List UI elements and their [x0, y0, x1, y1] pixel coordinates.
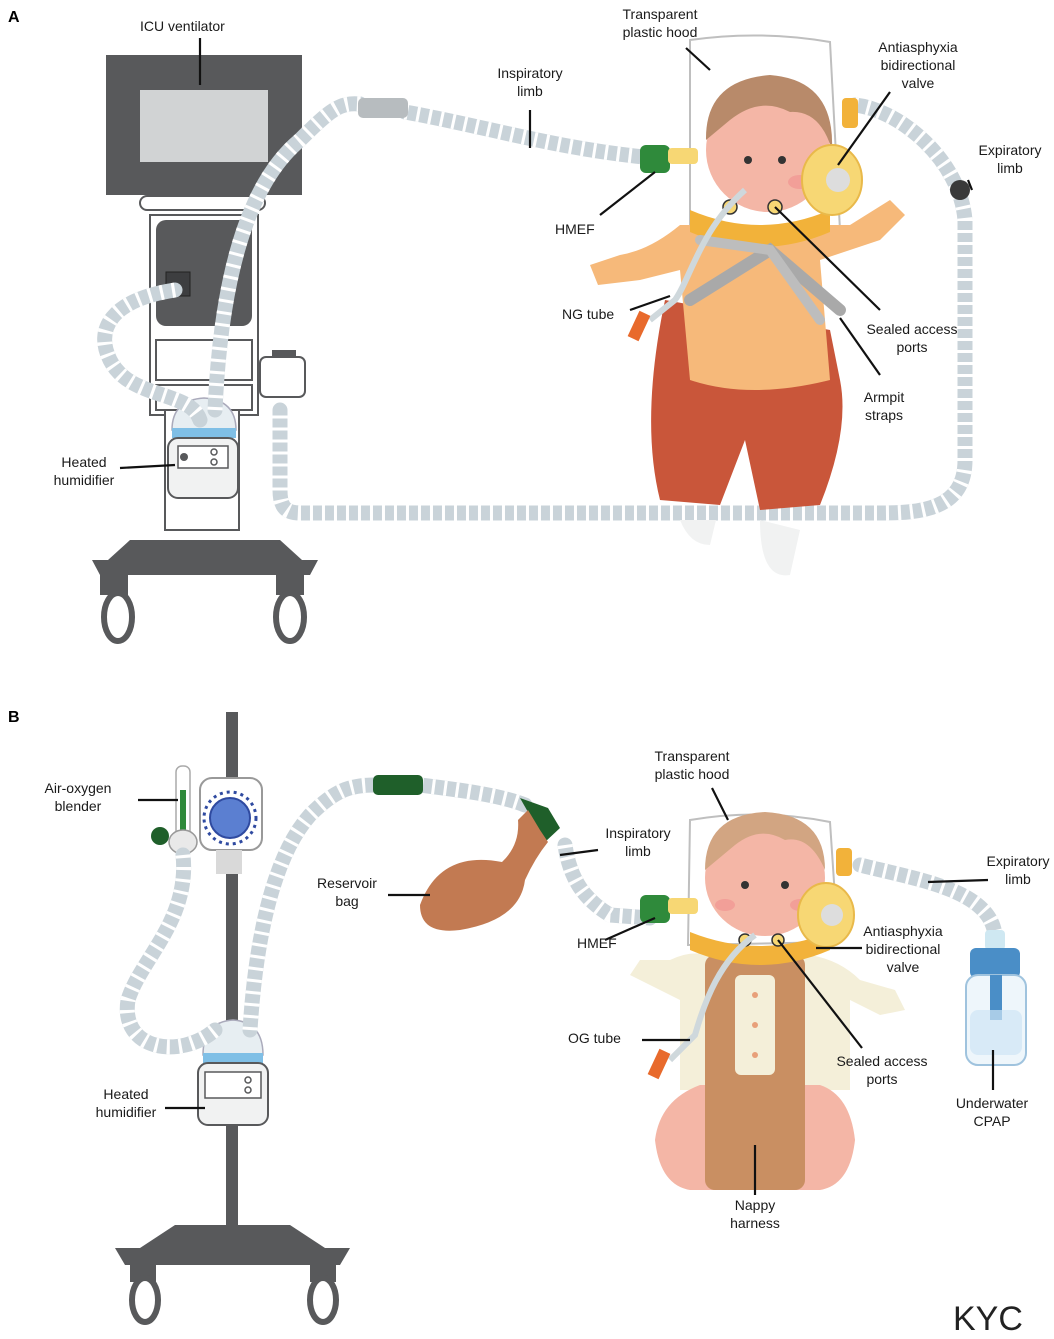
antiasphyxia-valve-b: [797, 848, 855, 948]
label-ports-a-1: Sealed access: [866, 321, 957, 337]
label-valve-a-2: bidirectional: [881, 57, 956, 73]
artist-signature: KYC: [953, 1300, 1023, 1338]
label-ng-tube: NG tube: [562, 306, 614, 322]
label-valve-a-1: Antiasphyxia: [878, 39, 958, 55]
hmef-b: [640, 895, 698, 923]
label-hood-a-1: Transparent: [623, 6, 698, 22]
reservoir-bag: [420, 810, 548, 931]
label-humidifier-a-1: Heated: [61, 454, 106, 470]
label-ports-b-2: ports: [866, 1071, 897, 1087]
label-valve-a-3: valve: [902, 75, 935, 91]
label-inspiratory-a-2: limb: [517, 83, 543, 99]
tubing-b: [119, 775, 1003, 1055]
label-blender-1: Air-oxygen: [45, 780, 112, 796]
label-straps-2: straps: [865, 407, 903, 423]
leaders-a: [119, 38, 974, 470]
label-hood-b-2: plastic hood: [655, 766, 730, 782]
label-straps-1: Armpit: [864, 389, 905, 405]
air-oxygen-blender: [151, 765, 263, 874]
label-inspiratory-b-1: Inspiratory: [605, 825, 670, 841]
panel-letter-a: A: [8, 9, 20, 26]
label-cpap-2: CPAP: [973, 1113, 1010, 1129]
expiratory-connector-a: [950, 180, 970, 200]
label-ports-a-2: ports: [896, 339, 927, 355]
label-nappy-1: Nappy: [735, 1197, 775, 1213]
label-humidifier-b-1: Heated: [103, 1086, 148, 1102]
label-humidifier-a-2: humidifier: [54, 472, 115, 488]
label-humidifier-b-2: humidifier: [96, 1104, 157, 1120]
antiasphyxia-valve-a: [801, 98, 863, 216]
label-hmef-a: HMEF: [555, 221, 595, 237]
infant-b: [630, 812, 905, 1190]
label-inspiratory-b-2: limb: [625, 843, 651, 859]
underwater-cpap: [965, 930, 1027, 1066]
tubing-a: [97, 96, 973, 521]
label-expiratory-a-1: Expiratory: [978, 142, 1041, 158]
panel-letter-b: B: [8, 709, 20, 726]
label-valve-b-3: valve: [887, 959, 920, 975]
leaders-b: [138, 787, 995, 1195]
label-reservoir-1: Reservoir: [317, 875, 377, 891]
label-valve-b-1: Antiasphyxia: [863, 923, 943, 939]
label-ports-b-1: Sealed access: [836, 1053, 927, 1069]
label-expiratory-a-2: limb: [997, 160, 1023, 176]
label-reservoir-2: bag: [335, 893, 358, 909]
label-og-tube: OG tube: [568, 1030, 621, 1046]
label-valve-b-2: bidirectional: [866, 941, 941, 957]
label-hood-a-2: plastic hood: [623, 24, 698, 40]
hmef-a: [640, 145, 698, 173]
label-hood-b-1: Transparent: [655, 748, 730, 764]
label-expiratory-b-1: Expiratory: [986, 853, 1049, 869]
label-icu-ventilator: ICU ventilator: [140, 18, 225, 34]
labels-a: ICU ventilator Transparent plastic hood …: [54, 6, 1042, 488]
label-inspiratory-a-1: Inspiratory: [497, 65, 562, 81]
label-nappy-2: harness: [730, 1215, 780, 1231]
ng-tube-a: [627, 187, 747, 342]
label-blender-2: blender: [55, 798, 102, 814]
ventilator-base: [92, 540, 318, 644]
label-hmef-b: HMEF: [577, 935, 617, 951]
labels-b: Air-oxygen blender Transparent plastic h…: [45, 748, 1050, 1231]
label-expiratory-b-2: limb: [1005, 871, 1031, 887]
label-cpap-1: Underwater: [956, 1095, 1029, 1111]
og-tube-b: [647, 932, 757, 1080]
